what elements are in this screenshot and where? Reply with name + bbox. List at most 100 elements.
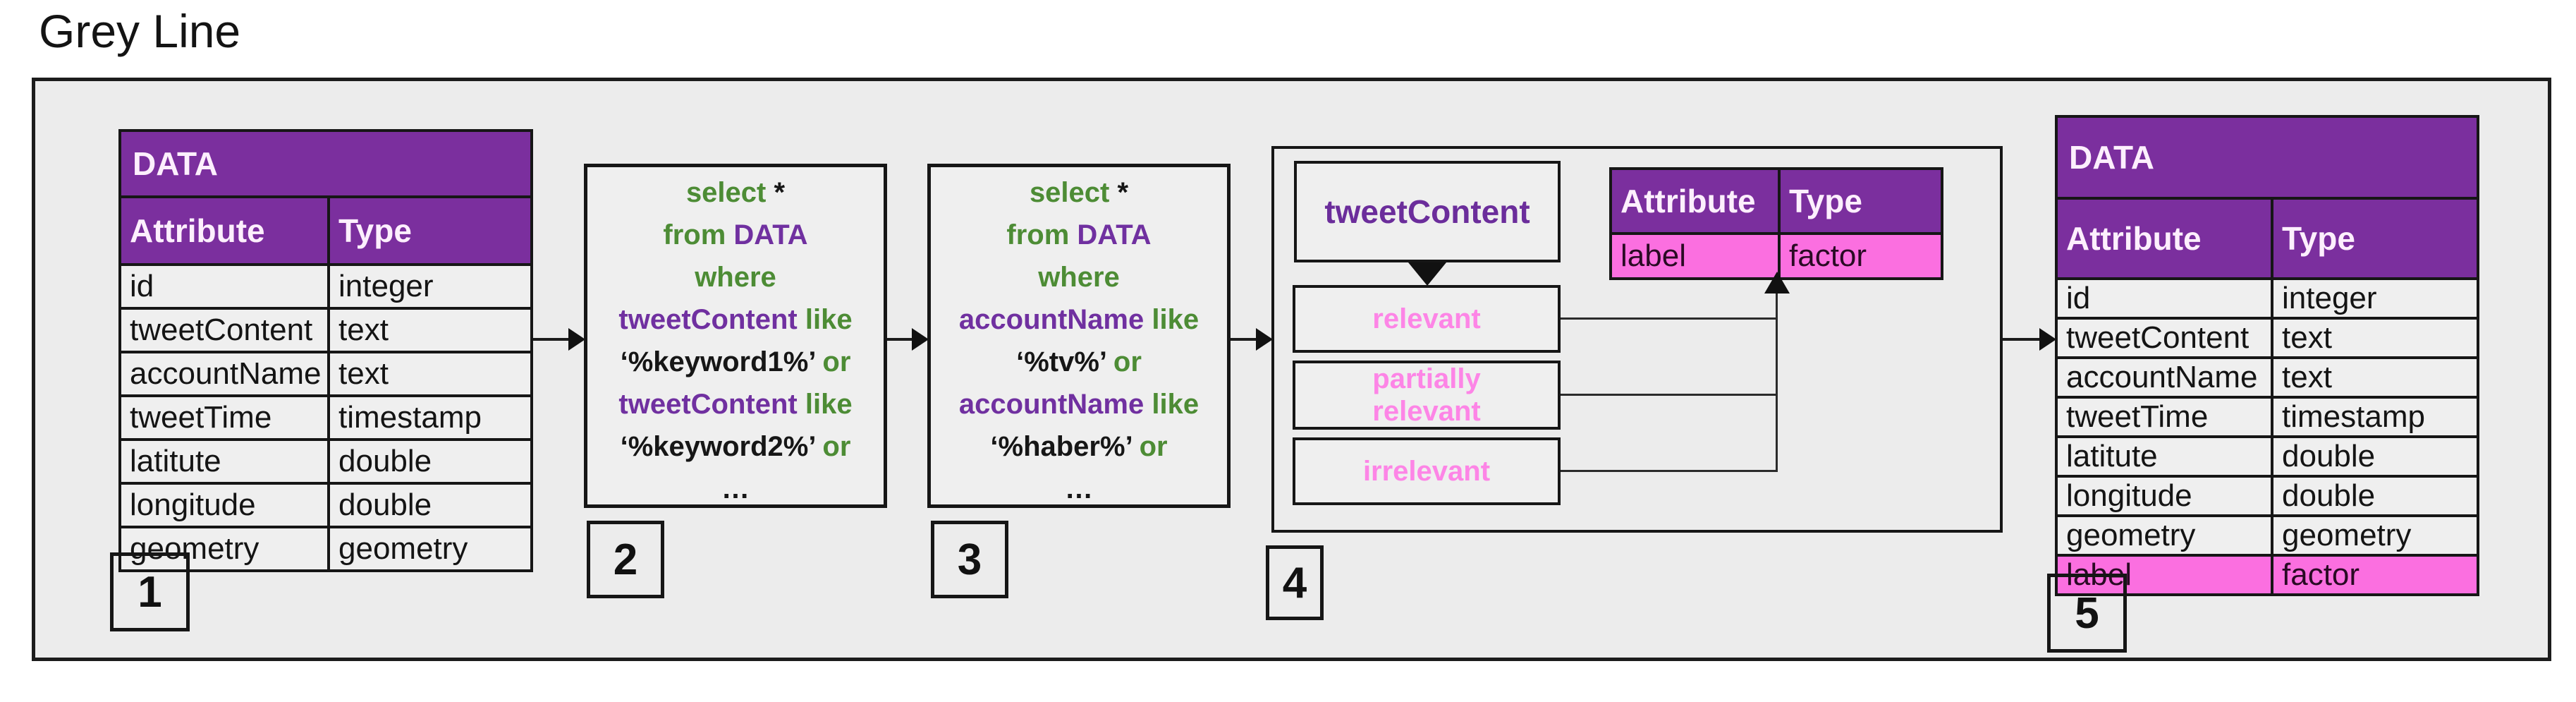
attribute-cell: geometry: [2066, 518, 2196, 552]
labeling-step-container: [1271, 146, 2003, 533]
sql-line: ‘%tv%’ or: [1016, 346, 1142, 377]
type-cell: factor: [2271, 557, 2477, 593]
flow-line: [2003, 338, 2041, 341]
type-cell: text: [2271, 359, 2477, 396]
sql-line: where: [695, 262, 776, 293]
table-row: longitude double: [2058, 475, 2477, 514]
table-row: id integer: [121, 263, 530, 307]
table-row: latitute double: [2058, 435, 2477, 475]
sql-line: …: [1065, 473, 1093, 504]
sql-line: select *: [685, 177, 786, 208]
attribute-cell: label: [1620, 238, 1686, 273]
column-header-type: Type: [327, 198, 530, 263]
class-box-relevant: relevant: [1293, 285, 1561, 353]
sql-line: accountName like: [958, 304, 1200, 335]
table-body: label factor: [1612, 232, 1941, 277]
sql-line: select *: [1029, 177, 1129, 208]
table-row: id integer: [2058, 277, 2477, 317]
step-badge-3: 3: [931, 521, 1008, 598]
sql-line: from DATA: [1006, 219, 1152, 250]
account-filter-query: select * from DATA where accountName like ‘%…: [927, 164, 1231, 508]
attribute-cell: tweetTime: [2066, 399, 2209, 434]
table-row: geometry geometry: [2058, 514, 2477, 554]
page-title: Grey Line: [39, 5, 241, 57]
attribute-cell: longitude: [130, 488, 256, 522]
flow-line: [1231, 338, 1257, 341]
arrow-up-icon: [1764, 272, 1790, 293]
type-cell: double: [2271, 478, 2477, 514]
sql-line: tweetContent like: [618, 389, 853, 420]
attribute-cell: tweetContent: [2066, 320, 2250, 355]
column-header-attribute: Attribute: [2066, 220, 2202, 257]
attribute-cell: tweetTime: [130, 400, 272, 435]
attribute-cell: id: [130, 269, 154, 303]
connector-line: [1561, 317, 1777, 320]
type-cell: text: [327, 310, 530, 351]
column-header-attribute: Attribute: [130, 212, 265, 249]
tweetcontent-input-box: tweetContent: [1294, 161, 1561, 262]
connector-line: [1561, 470, 1777, 472]
type-cell: geometry: [327, 528, 530, 569]
attribute-cell: id: [2066, 281, 2091, 315]
type-cell: timestamp: [2271, 399, 2477, 435]
table-row: label factor: [1612, 232, 1941, 277]
table-title: DATA: [121, 132, 530, 195]
attribute-cell: longitude: [2066, 478, 2192, 513]
column-header-attribute: Attribute: [1620, 183, 1756, 219]
arrow-right-icon: [2039, 328, 2056, 351]
arrow-down-icon: [1408, 262, 1446, 286]
arrow-right-icon: [568, 328, 585, 351]
type-cell: text: [2271, 320, 2477, 356]
column-header-type: Type: [2271, 200, 2477, 277]
table-row: tweetContent text: [121, 307, 530, 351]
table-title: DATA: [2058, 118, 2477, 197]
sql-line: ‘%keyword1%’ or: [620, 346, 851, 377]
attribute-cell: accountName: [130, 356, 322, 391]
type-cell: geometry: [2271, 517, 2477, 554]
connector-line: [1561, 394, 1777, 396]
table-row: longitude double: [121, 482, 530, 526]
type-cell: integer: [2271, 280, 2477, 317]
step-badge-5: 5: [2047, 574, 2127, 653]
type-cell: text: [327, 353, 530, 394]
step-badge-2: 2: [587, 521, 664, 598]
sql-line: accountName like: [958, 389, 1200, 420]
sql-line: ‘%haber%’ or: [990, 431, 1168, 462]
connector-line: [1776, 290, 1778, 472]
table-row: geometry geometry: [121, 526, 530, 569]
type-cell: integer: [327, 266, 530, 307]
sql-line: where: [1038, 262, 1120, 293]
column-header-type: Type: [1778, 170, 1941, 232]
attribute-cell: latitute: [2066, 439, 2158, 473]
table-row: tweetTime timestamp: [2058, 396, 2477, 435]
table-row: tweetContent text: [2058, 317, 2477, 356]
label-schema-table: Attribute Type label factor: [1609, 167, 1943, 280]
flow-line: [533, 338, 570, 341]
sql-line: ‘%keyword2%’ or: [620, 431, 851, 462]
arrow-right-icon: [1256, 328, 1273, 351]
attribute-cell: accountName: [2066, 360, 2258, 394]
table-body: id integer tweetContent text accountName text…: [2058, 277, 2477, 593]
class-box-irrelevant: irrelevant: [1293, 437, 1561, 505]
arrow-right-icon: [912, 328, 929, 351]
class-box-partially-relevant: partially relevant: [1293, 361, 1561, 430]
type-cell: double: [327, 441, 530, 482]
step-badge-4: 4: [1266, 545, 1324, 620]
step-badge-1: 1: [110, 552, 190, 631]
type-cell: double: [327, 485, 530, 526]
type-cell: double: [2271, 438, 2477, 475]
sql-line: tweetContent like: [618, 304, 853, 335]
attribute-cell: geometry: [130, 531, 260, 566]
flow-line: [887, 338, 913, 341]
type-cell: factor: [1778, 235, 1941, 277]
table-row: accountName text: [2058, 356, 2477, 396]
attribute-cell: tweetContent: [130, 313, 313, 347]
